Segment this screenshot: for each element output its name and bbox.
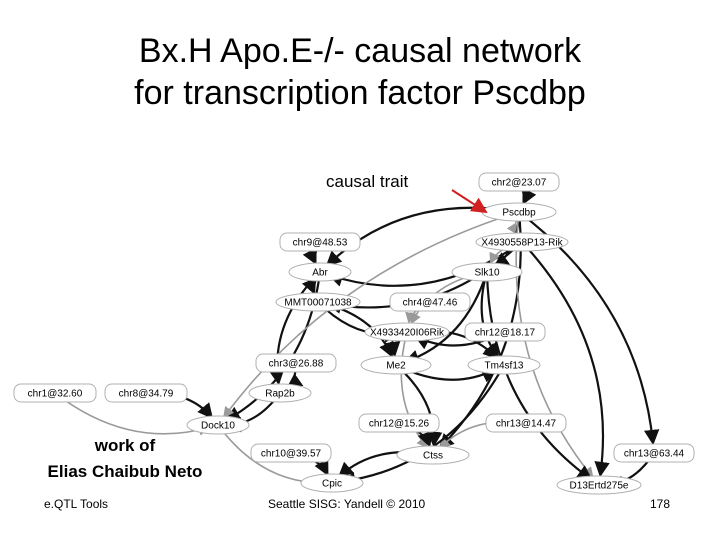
node-label: chr1@32.60 [28,389,83,400]
node-shape [396,445,470,465]
node-d13: D13Ertd275e [556,475,642,495]
node-shape [478,172,560,192]
node-label: Abr [312,268,328,279]
node-label: Ctss [423,451,443,462]
node-shape [104,383,188,403]
node-ctss: Ctss [396,445,470,465]
credit-line-2: Elias Chaibub Neto [47,462,203,481]
node-shape [464,322,546,342]
node-pscdbp: Pscdbp [481,202,557,222]
edge-pscdbp-to-dock10 [223,211,520,419]
node-shape [288,262,352,282]
causal-trait-label: causal trait [326,172,409,191]
node-shape [300,473,364,493]
title-line-1: Bx.H Apo.E-/- causal network [138,32,582,70]
node-label: chr2@23.07 [492,178,547,189]
node-shape [613,443,695,463]
node-slk10: Slk10 [451,262,523,282]
node-label: Me2 [386,361,406,372]
node-label: D13Ertd275e [570,481,629,492]
edge-pscdbp-to-d13 [515,211,594,479]
node-label: chr4@47.46 [403,298,458,309]
node-shape [451,262,523,282]
node-label: chr8@34.79 [119,389,174,400]
node-label: chr12@15.26 [369,419,430,430]
node-shape [275,292,361,312]
node-shape [475,232,569,252]
footer-center: Seattle SISG: Yandell © 2010 [268,497,426,511]
node-label: Pscdbp [502,208,536,219]
node-shape [360,355,432,375]
node-label: MMT00071038 [284,298,352,309]
node-tm4sf13: Tm4sf13 [467,355,541,375]
node-label: X4933420I06Rik [370,328,445,339]
footer-page-number: 178 [650,497,671,511]
node-shape [389,292,471,312]
node-shape [250,443,332,463]
node-chr3: chr3@26.88 [255,353,337,373]
node-chr12_18: chr12@18.17 [464,322,546,342]
title-line-2: for transcription factor Pscdbp [134,74,586,112]
node-shape [556,475,642,495]
node-label: chr13@14.47 [496,419,557,430]
node-chr13_63: chr13@63.44 [613,443,695,463]
edge-slk10-to-me2 [403,271,489,365]
node-label: chr3@26.88 [269,359,324,370]
node-shape [358,413,440,433]
node-shape [13,383,97,403]
node-label: Slk10 [474,268,499,279]
credit-block: work of Elias Chaibub Neto [0,433,250,485]
node-shape [467,355,541,375]
node-shape [255,353,337,373]
edge-slk10-to-d13 [485,271,593,481]
node-mmt: MMT00071038 [275,292,361,312]
node-label: Cpic [322,479,342,490]
node-shape [186,415,250,435]
node-chr8: chr8@34.79 [104,383,188,403]
causal-trait-arrow [451,189,488,214]
credit-line-1: work of [94,436,156,455]
node-chr12_15: chr12@15.26 [358,413,440,433]
node-label: Tm4sf13 [485,361,524,372]
node-me2: Me2 [360,355,432,375]
node-shape [248,383,312,403]
edge-x4930558-to-d13 [521,241,610,478]
node-label: chr9@48.53 [293,238,348,249]
node-label: chr13@63.44 [624,449,685,460]
node-label: Rap2b [265,389,295,400]
node-label: chr12@18.17 [475,328,536,339]
node-abr: Abr [288,262,352,282]
node-label: X4930558P13-Rik [481,238,563,249]
node-x4930558: X4930558P13-Rik [475,232,569,252]
slide-title: Bx.H Apo.E-/- causal network for transcr… [0,30,720,114]
edge-chr1-to-dock10 [54,392,210,436]
node-label: chr10@39.57 [261,449,322,460]
node-cpic: Cpic [300,473,364,493]
node-shape [279,232,361,252]
node-dock10: Dock10 [186,415,250,435]
node-x4933420: X4933420I06Rik [364,322,450,342]
node-label: Dock10 [201,421,235,432]
edge-slk10-to-tm4sf13 [480,271,500,359]
footer-left: e.QTL Tools [44,497,109,511]
node-chr4: chr4@47.46 [389,292,471,312]
node-chr10: chr10@39.57 [250,443,332,463]
node-chr2_23: chr2@23.07 [478,172,560,192]
node-chr9: chr9@48.53 [279,232,361,252]
node-chr13_14: chr13@14.47 [485,413,567,433]
node-shape [364,322,450,342]
node-shape [485,413,567,433]
node-rap2b: Rap2b [248,383,312,403]
node-chr1: chr1@32.60 [13,383,97,403]
